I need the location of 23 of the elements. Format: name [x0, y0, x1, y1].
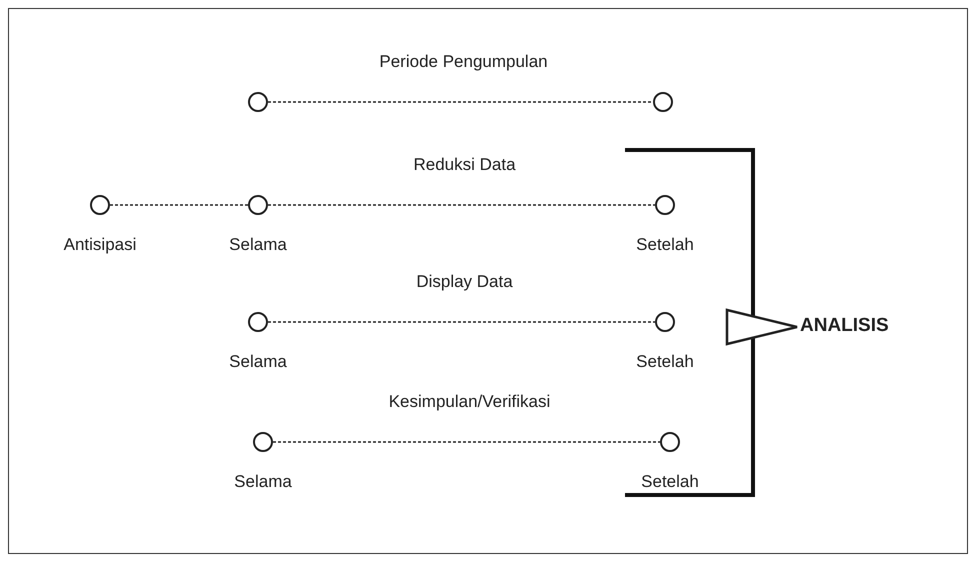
stage-label: Antisipasi [64, 235, 136, 255]
dotted-connector [268, 321, 655, 323]
dotted-connector [110, 204, 248, 206]
stage-label: Selama [229, 235, 287, 255]
circle-node [248, 92, 268, 112]
circle-node [655, 195, 675, 215]
stage-label: Selama [234, 472, 292, 492]
triangle-arrow [726, 308, 798, 346]
stage-label: Setelah [641, 472, 699, 492]
circle-node [253, 432, 273, 452]
dotted-connector [268, 101, 653, 103]
circle-node [653, 92, 673, 112]
stage-label: Setelah [636, 235, 694, 255]
circle-node [248, 312, 268, 332]
label-text: ANALISIS [800, 315, 889, 337]
circle-node [655, 312, 675, 332]
circle-node [248, 195, 268, 215]
circle-node [660, 432, 680, 452]
stage-label: Setelah [636, 352, 694, 372]
dotted-connector [268, 204, 655, 206]
circle-node [90, 195, 110, 215]
dotted-connector [273, 441, 660, 443]
stage-label: Selama [229, 352, 287, 372]
